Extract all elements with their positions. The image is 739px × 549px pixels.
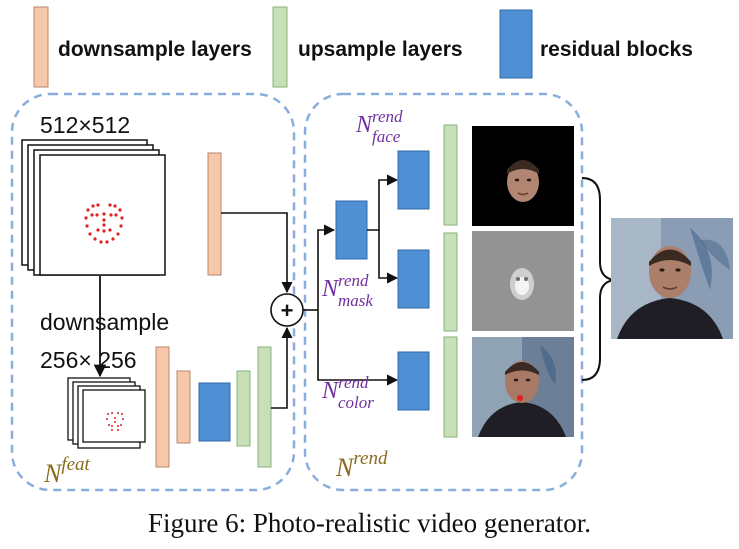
rend-mask-branch-arrow <box>378 230 399 284</box>
rend-face-residual-block <box>397 150 430 210</box>
legend-upsample-label: upsample layers <box>298 38 463 61</box>
skip-connection-arrow <box>221 212 293 294</box>
feat-residual-block <box>198 382 231 442</box>
input-size-label: 512×512 <box>40 112 130 138</box>
rend-mask-residual-block <box>397 249 430 309</box>
downsample-text: downsample <box>40 309 169 335</box>
legend-residual-swatch <box>499 9 533 79</box>
legend-upsample-swatch <box>272 6 288 88</box>
legend-residual-label: residual blocks <box>540 38 693 61</box>
feat-skip-downsample-layer <box>207 152 222 276</box>
feat-downsample-layer-2 <box>176 370 191 444</box>
rend-face-branch-arrow <box>367 174 399 231</box>
combine-symbol: + <box>281 298 294 323</box>
legend-downsample-label: downsample layers <box>58 38 252 61</box>
rend-face-upsample-layer <box>443 124 458 226</box>
small-landmark-stack <box>67 377 146 449</box>
rend-network-panel <box>303 92 584 492</box>
rend-shared-residual-block <box>335 200 368 260</box>
rend-top-branch-arrow <box>317 224 336 310</box>
feat-network-label: Nfeat <box>43 454 91 488</box>
rend-network-label: Nrend <box>335 448 388 482</box>
feat-upsample-layer-1 <box>236 370 251 447</box>
face-landmarks-large <box>84 203 124 244</box>
legend: downsample layers upsample layers residu… <box>33 6 693 88</box>
face-landmarks-small <box>106 412 124 431</box>
face-mask-image <box>472 231 574 331</box>
rendered-face-image <box>472 126 574 226</box>
final-output-image <box>611 218 733 339</box>
legend-downsample-swatch <box>33 6 49 88</box>
feat-output-arrow <box>271 326 293 409</box>
rend-color-branch-arrow <box>317 310 399 386</box>
feat-downsample-layer-1 <box>155 346 170 468</box>
rend-color-upsample-layer <box>443 336 458 438</box>
figure-caption: Figure 6: Photo-realistic video generato… <box>147 508 592 538</box>
rend-color-residual-block <box>397 351 430 411</box>
feat-upsample-layer-2 <box>257 346 272 468</box>
feat-network-panel <box>10 92 296 492</box>
rendered-color-image <box>472 337 574 437</box>
output-brace <box>581 177 615 381</box>
small-size-label: 256× 256 <box>40 347 137 373</box>
input-landmark-stack <box>21 139 166 276</box>
rend-mask-upsample-layer <box>443 232 458 332</box>
